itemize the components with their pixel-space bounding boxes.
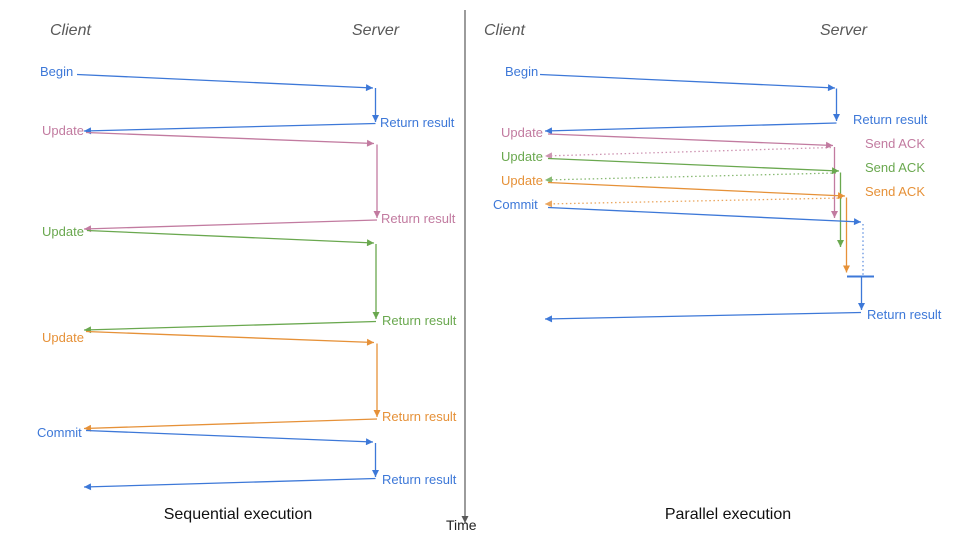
right-return-1-arrow <box>544 122 837 135</box>
left-return-5-arrow <box>83 477 376 491</box>
right-update3-send-arrow <box>547 181 846 200</box>
left-return-5-label: Return result <box>382 472 457 487</box>
right-final-return-arrow <box>544 311 862 323</box>
left-update2-send-arrow <box>86 229 375 247</box>
left-update-2-label: Update <box>42 224 84 239</box>
right-begin-send-arrow <box>539 73 836 92</box>
left-update1-send-arrow <box>85 131 375 147</box>
right-server-header: Server <box>820 22 868 39</box>
left-panel-arrows <box>76 73 381 491</box>
right-panel-caption: Parallel execution <box>664 506 792 523</box>
left-begin-send-arrow <box>76 73 374 92</box>
left-return-3-label: Return result <box>382 313 457 328</box>
right-send-ack-1-label: Send ACK <box>865 136 925 151</box>
right-update2-send-arrow <box>547 157 840 175</box>
right-panel-arrows <box>539 73 874 323</box>
right-final-return-label: Return result <box>867 307 942 322</box>
right-update1-send-arrow <box>547 133 834 149</box>
left-return-2-arrow <box>83 219 378 233</box>
time-axis-label: Time <box>446 517 477 533</box>
right-commit-send-arrow <box>547 206 862 226</box>
right-ack3-dotted-arrow <box>544 197 843 208</box>
right-send-ack-2-label: Send ACK <box>865 160 925 175</box>
right-begin-label: Begin <box>505 64 539 79</box>
right-update-2-label: Update <box>501 149 543 164</box>
left-server-header: Server <box>352 22 400 39</box>
right-update-1-label: Update <box>501 125 543 140</box>
left-return-1-label: Return result <box>380 115 455 130</box>
left-client-header: Client <box>50 22 91 39</box>
right-ack2-dotted-arrow <box>544 172 837 184</box>
right-update-3-label: Update <box>501 173 543 188</box>
left-commit-label: Commit <box>37 425 82 440</box>
left-commit-send-arrow <box>85 429 374 446</box>
left-return-3-arrow <box>83 320 377 334</box>
left-return-2-label: Return result <box>381 211 456 226</box>
right-ack1-dotted-arrow <box>544 146 832 160</box>
left-update-3-label: Update <box>42 330 84 345</box>
left-return-1-arrow <box>83 122 376 135</box>
right-return-1-label: Return result <box>853 112 928 127</box>
left-update-1-label: Update <box>42 123 84 138</box>
right-send-ack-3-label: Send ACK <box>865 184 925 199</box>
left-return-4-label: Return result <box>382 409 457 424</box>
right-client-header: Client <box>484 22 525 39</box>
left-update3-send-arrow <box>85 330 375 346</box>
left-begin-label: Begin <box>40 64 74 79</box>
left-panel-caption: Sequential execution <box>163 506 313 523</box>
right-commit-label: Commit <box>493 197 538 212</box>
left-return-4-arrow <box>83 418 378 432</box>
